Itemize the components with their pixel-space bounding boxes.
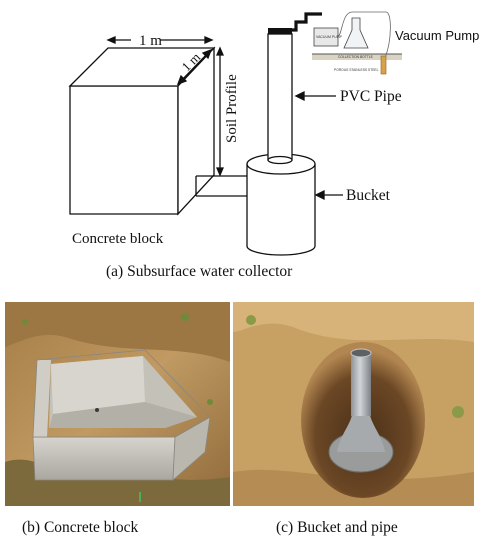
width-label: 1 m <box>139 33 162 49</box>
concrete-block-label: Concrete block <box>72 231 164 247</box>
width-arrow-left <box>106 36 116 44</box>
pump-box-icon <box>313 27 339 47</box>
pipe-body <box>351 352 371 416</box>
soil-profile-arrow-bottom <box>216 167 224 177</box>
caption-c: (c) Bucket and pipe <box>276 519 398 536</box>
width-arrow-right <box>204 36 214 44</box>
block-interior-floor <box>49 402 197 428</box>
depth-arrow-down <box>176 74 188 86</box>
pvc-pipe-label: PVC Pipe <box>340 88 402 105</box>
bucket-and-pipe-photo <box>233 302 474 506</box>
pipe-cap <box>268 28 292 34</box>
vacuum-pump-inset: VACUUM PUMP COLLECTION BOTTLE POROUS STA… <box>312 11 402 75</box>
porous-steel-probe <box>380 55 387 75</box>
block-front-wall <box>32 436 176 481</box>
green-marker <box>139 492 141 502</box>
bucket-pointer-head <box>314 189 325 201</box>
concrete-block-side <box>177 46 215 216</box>
subsurface-water-collector-diagram: VACUUM PUMP COLLECTION BOTTLE POROUS STA… <box>68 11 479 280</box>
drain-hole <box>95 408 99 412</box>
block-left-wall <box>33 360 51 437</box>
pvc-pipe <box>267 33 293 161</box>
grass-dot-1 <box>22 319 28 325</box>
grass-dot-3 <box>207 399 213 405</box>
concrete-block-photo <box>5 302 230 506</box>
pvc-pipe-pointer-head <box>294 90 305 102</box>
grass-tuft-2 <box>452 406 464 418</box>
block-interior-back-wall <box>51 356 145 414</box>
soil-mound-top <box>5 302 230 362</box>
depth-dimension-line <box>179 51 210 83</box>
grass-tuft-1 <box>246 315 256 325</box>
pipe-opening <box>350 348 372 358</box>
inset-pump-box-label: VACUUM PUMP <box>316 35 343 39</box>
bucket-body <box>246 164 316 256</box>
concrete-block-front <box>69 85 179 215</box>
vacuum-pump-label: Vacuum Pump <box>395 28 479 43</box>
caption-a: (a) Subsurface water collector <box>106 263 293 280</box>
soil-profile-label: Soil Profile <box>224 74 240 143</box>
caption-b: (b) Concrete block <box>22 519 139 536</box>
soil-profile-arrow-top <box>216 46 224 56</box>
inset-ground-band <box>312 54 402 60</box>
inset-tube <box>337 11 391 59</box>
bucket-cone <box>337 410 385 452</box>
pvc-pipe-bottom-opening <box>267 155 293 165</box>
collection-bottle-icon <box>343 17 369 49</box>
bucket-label: Bucket <box>346 187 391 204</box>
inset-steel-label: POROUS STAINLESS STEEL <box>334 68 379 72</box>
depth-arrow-up <box>201 48 213 60</box>
block-top-rim <box>32 349 211 438</box>
grass-dot-2 <box>181 313 189 321</box>
inset-bottle-label: COLLECTION BOTTLE <box>338 55 374 59</box>
soil-texture-light <box>233 302 474 342</box>
